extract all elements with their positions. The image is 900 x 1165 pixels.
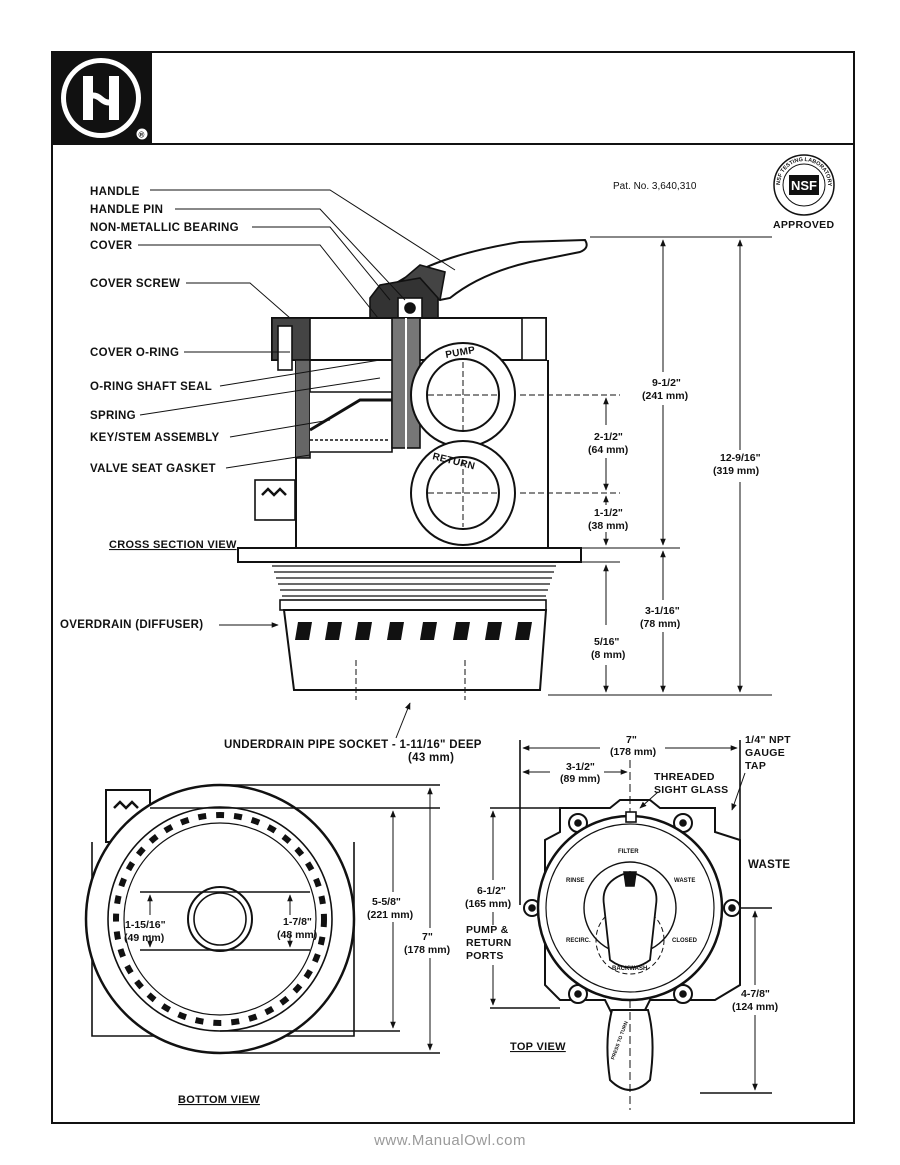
- label-handle: HANDLE: [90, 186, 140, 198]
- nsf-mark: NSF: [791, 178, 817, 193]
- sight-glass-line2: SIGHT GLASS: [654, 784, 728, 796]
- dim-3-1-2: 3-1/2": [566, 761, 595, 773]
- top-view-dimensions: [490, 745, 758, 1091]
- leader-lines: [138, 189, 456, 739]
- dim-5-16-mm: (8 mm): [591, 649, 625, 661]
- top-view-drawing: [490, 740, 772, 1110]
- dim-1-7-8-mm: (48 mm): [277, 929, 317, 941]
- dim-7-top: 7": [626, 734, 637, 746]
- dim-5-5-8-mm: (221 mm): [367, 909, 413, 921]
- bottom-view-drawing: [84, 783, 440, 1055]
- dim-6-1-2: 6-1/2": [477, 885, 506, 897]
- dim-2-1-2-mm: (64 mm): [588, 444, 628, 456]
- label-seat-gasket: VALVE SEAT GASKET: [90, 463, 216, 475]
- label-spring: SPRING: [90, 410, 136, 422]
- dim-3-1-16-mm: (78 mm): [640, 618, 680, 630]
- gauge-tap-line1: 1/4" NPT: [745, 734, 791, 746]
- label-bearing: NON-METALLIC BEARING: [90, 222, 239, 234]
- brand-logo: ®: [52, 52, 152, 144]
- dim-6-1-2-mm: (165 mm): [465, 898, 511, 910]
- waste-label: WASTE: [748, 859, 790, 871]
- gauge-tap-line2: GAUGE: [745, 747, 785, 759]
- dim-4-7-8: 4-7/8": [741, 988, 770, 1000]
- dim-2-1-2: 2-1/2": [594, 431, 623, 443]
- dim-7-bottom: 7": [422, 931, 433, 943]
- dim-3-1-16: 3-1/16": [645, 605, 680, 617]
- dim-5-5-8: 5-5/8": [372, 896, 401, 908]
- dim-1-1-2: 1-1/2": [594, 507, 623, 519]
- ports-line1: PUMP &: [466, 924, 509, 936]
- dim-12-9-16-mm: (319 mm): [713, 465, 759, 477]
- label-handle-pin: HANDLE PIN: [90, 204, 163, 216]
- port-pump-label: PUMP: [445, 345, 477, 361]
- dial-backwash: BACKWASH: [612, 966, 647, 972]
- dim-7-top-mm: (178 mm): [610, 746, 656, 758]
- label-underdrain: UNDERDRAIN PIPE SOCKET - 1-11/16" DEEP: [224, 739, 482, 751]
- dim-7-bottom-mm: (178 mm): [404, 944, 450, 956]
- dial-waste: WASTE: [674, 878, 695, 884]
- label-shaft-seal: O-RING SHAFT SEAL: [90, 381, 212, 393]
- label-overdrain: OVERDRAIN (DIFFUSER): [60, 619, 203, 631]
- cross-section-dimensions: [520, 236, 772, 696]
- label-cover-screw: COVER SCREW: [90, 278, 180, 290]
- dim-1-1-2-mm: (38 mm): [588, 520, 628, 532]
- registered-mark: ®: [139, 131, 145, 140]
- sight-glass-line1: THREADED: [654, 771, 715, 783]
- watermark: www.ManualOwl.com: [374, 1132, 526, 1149]
- label-key-stem: KEY/STEM ASSEMBLY: [90, 432, 220, 444]
- label-underdrain-mm: (43 mm): [408, 752, 454, 764]
- bottom-view-dimensions: [147, 787, 433, 1051]
- dim-9-1-2-mm: (241 mm): [642, 390, 688, 402]
- dim-5-16: 5/16": [594, 636, 619, 648]
- dim-3-1-2-mm: (89 mm): [560, 773, 600, 785]
- top-view-title: TOP VIEW: [510, 1041, 566, 1053]
- dim-9-1-2: 9-1/2": [652, 377, 681, 389]
- cross-section-title: CROSS SECTION VIEW: [109, 539, 237, 551]
- dial-closed: CLOSED: [672, 938, 698, 944]
- dim-4-7-8-mm: (124 mm): [732, 1001, 778, 1013]
- label-cover: COVER: [90, 240, 133, 252]
- gauge-tap-line3: TAP: [745, 760, 766, 772]
- dim-1-15-16: 1-15/16": [125, 919, 166, 931]
- patent-number: Pat. No. 3,640,310: [613, 181, 697, 192]
- dial-filter: FILTER: [618, 849, 639, 855]
- label-cover-oring: COVER O-RING: [90, 347, 179, 359]
- dim-1-7-8: 1-7/8": [283, 916, 312, 928]
- cross-section-drawing: [237, 238, 588, 700]
- dial-recirc: RECIRC.: [566, 938, 591, 944]
- dial-rinse: RINSE: [566, 878, 584, 884]
- page-frame: [51, 51, 855, 1124]
- ports-line3: PORTS: [466, 950, 504, 962]
- bottom-view-title: BOTTOM VIEW: [178, 1094, 260, 1106]
- ports-line2: RETURN: [466, 937, 512, 949]
- approved-label: APPROVED: [773, 219, 834, 231]
- dim-12-9-16: 12-9/16": [720, 452, 761, 464]
- dim-1-15-16-mm: (49 mm): [124, 932, 164, 944]
- nsf-seal: NSF NSF TESTING LABORATORY: [773, 154, 835, 216]
